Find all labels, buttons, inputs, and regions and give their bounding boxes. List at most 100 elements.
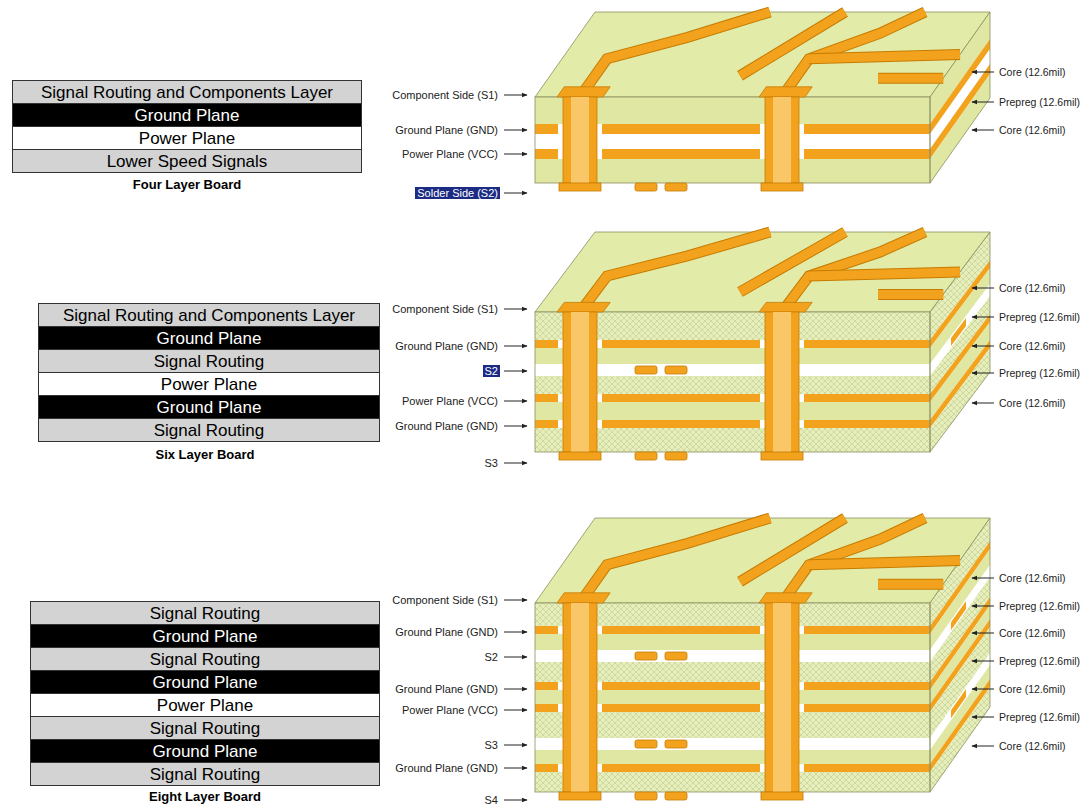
signal-pad (665, 740, 687, 748)
trace-outline (878, 579, 943, 590)
via-hole (571, 603, 589, 792)
layer-side (930, 348, 990, 452)
bottom-pad (559, 183, 601, 191)
leader-arrow (504, 130, 527, 131)
leader-arrow (972, 717, 994, 718)
plane-clearance (760, 340, 765, 348)
trace-outline (809, 561, 960, 565)
trace-outline (878, 289, 943, 300)
pcb-board (535, 232, 990, 460)
layer-callout: Core (12.6mil) (997, 124, 1068, 136)
bottom-pad (559, 792, 601, 800)
leader-arrow (504, 800, 527, 801)
layer-band: Signal Routing (38, 418, 380, 442)
via-barrel (563, 312, 597, 452)
layer-callout: Prepreg (12.6mil) (997, 311, 1082, 323)
plane-clearance (799, 682, 804, 690)
leader-arrow (504, 346, 527, 347)
bottom-pad (761, 792, 803, 800)
layer-band: Power Plane (38, 372, 380, 396)
bottom-pad (761, 452, 803, 460)
layer-callout: Core (12.6mil) (997, 572, 1068, 584)
via-barrel (563, 97, 597, 183)
layer-side (930, 687, 990, 792)
plane-clearance (760, 682, 765, 690)
plane-clearance (558, 124, 563, 134)
layer-callout: Solder Side (S2) (415, 187, 500, 200)
layer-callout: Power Plane (VCC) (400, 704, 500, 717)
leader-arrow (504, 154, 527, 155)
leader-arrow (972, 102, 994, 103)
plane-clearance (597, 420, 602, 428)
board-side-outline (930, 232, 990, 452)
layer-name: Signal Routing (154, 353, 265, 370)
plane-clearance (760, 420, 765, 428)
layer-callout: Prepreg (12.6mil) (997, 600, 1082, 612)
via-pad (557, 87, 610, 97)
plane-clearance (597, 340, 602, 348)
layer-name: Signal Routing (150, 766, 261, 783)
layer-callout: Core (12.6mil) (997, 740, 1068, 752)
plane-clearance (558, 704, 563, 712)
leader-arrow (972, 606, 994, 607)
copper-trace (740, 518, 845, 582)
via-pad (557, 302, 610, 312)
via-pad (759, 87, 812, 97)
leader-arrow (504, 193, 527, 194)
copper-trace (878, 290, 943, 299)
plane-clearance (799, 149, 804, 159)
plane-clearance (558, 340, 563, 348)
leader-arrow (504, 95, 527, 96)
layer-band: Signal Routing (38, 349, 380, 373)
via-pad (759, 302, 812, 312)
layer-band: Signal Routing and Components Layer (38, 303, 380, 327)
bottom-pad (635, 792, 657, 800)
layer-band: Power Plane (30, 693, 380, 717)
layer-name: Power Plane (139, 130, 235, 147)
layer-callout: S2 (483, 651, 500, 664)
signal-pad (635, 740, 657, 748)
leader-arrow (972, 288, 994, 289)
layer-name: Signal Routing (150, 651, 261, 668)
board-outline (535, 603, 930, 792)
leader-arrow (504, 463, 527, 464)
plane-clearance (760, 704, 765, 712)
layer-callout: Prepreg (12.6mil) (997, 711, 1082, 723)
via-hole (571, 312, 589, 452)
plane-clearance (760, 764, 765, 772)
layer-callout: Core (12.6mil) (997, 340, 1068, 352)
leader-arrow (972, 746, 994, 747)
plane-clearance (597, 704, 602, 712)
copper-trace (809, 272, 960, 276)
copper-trace (878, 74, 943, 83)
layer-callout: Prepreg (12.6mil) (997, 96, 1082, 108)
layer-callout: Component Side (S1) (390, 89, 500, 102)
layer-band: Signal Routing (30, 762, 380, 786)
layer-callout: Ground Plane (GND) (393, 762, 500, 775)
leader-arrow (972, 633, 994, 634)
layer-name: Signal Routing (154, 422, 265, 439)
layer-band: Ground Plane (30, 739, 380, 763)
plane-clearance (799, 420, 804, 428)
board-caption: Six Layer Board (154, 448, 257, 463)
leader-arrow (504, 710, 527, 711)
layer-callout: Ground Plane (GND) (393, 626, 500, 639)
plane-clearance (558, 420, 563, 428)
leader-arrow (972, 403, 994, 404)
leader-arrow (504, 426, 527, 427)
layer-side (930, 679, 990, 772)
copper-trace (740, 232, 845, 292)
layer-side (930, 74, 990, 183)
copper-trace (809, 55, 960, 59)
layer-name: Signal Routing and Components Layer (63, 307, 355, 324)
bottom-pad (665, 452, 687, 460)
plane-clearance (558, 626, 563, 634)
layer-callout: Core (12.6mil) (997, 282, 1068, 294)
layer-name: Signal Routing (150, 720, 261, 737)
via-hole (773, 603, 791, 792)
layer-name: Lower Speed Signals (107, 153, 268, 170)
leader-arrow (972, 346, 994, 347)
plane-clearance (799, 340, 804, 348)
trace-outline (878, 73, 943, 84)
layer-band: Signal Routing (30, 716, 380, 740)
